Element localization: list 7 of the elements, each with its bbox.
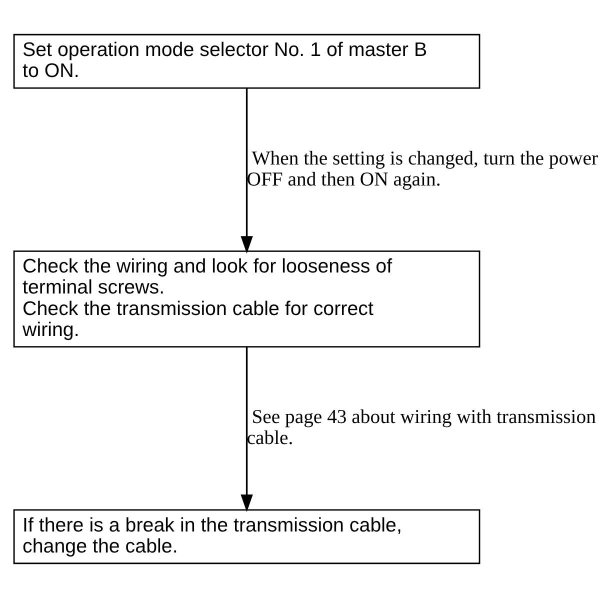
edge-label: When the setting is changed, turn the power OFF and then ON again. (246, 147, 598, 190)
arrow (240, 88, 253, 254)
node-box: If there is a break in the transmission cable, change the cable. (13, 509, 480, 564)
node-box: Set operation mode selector No. 1 of master B to ON. (13, 34, 480, 89)
arrow (240, 347, 253, 512)
node-box: Check the wiring and look for looseness of terminal screws. Check the transmission cable for correct wiring. (13, 250, 480, 348)
edge-label: See page 43 about wiring with transmission cable. (246, 406, 596, 450)
